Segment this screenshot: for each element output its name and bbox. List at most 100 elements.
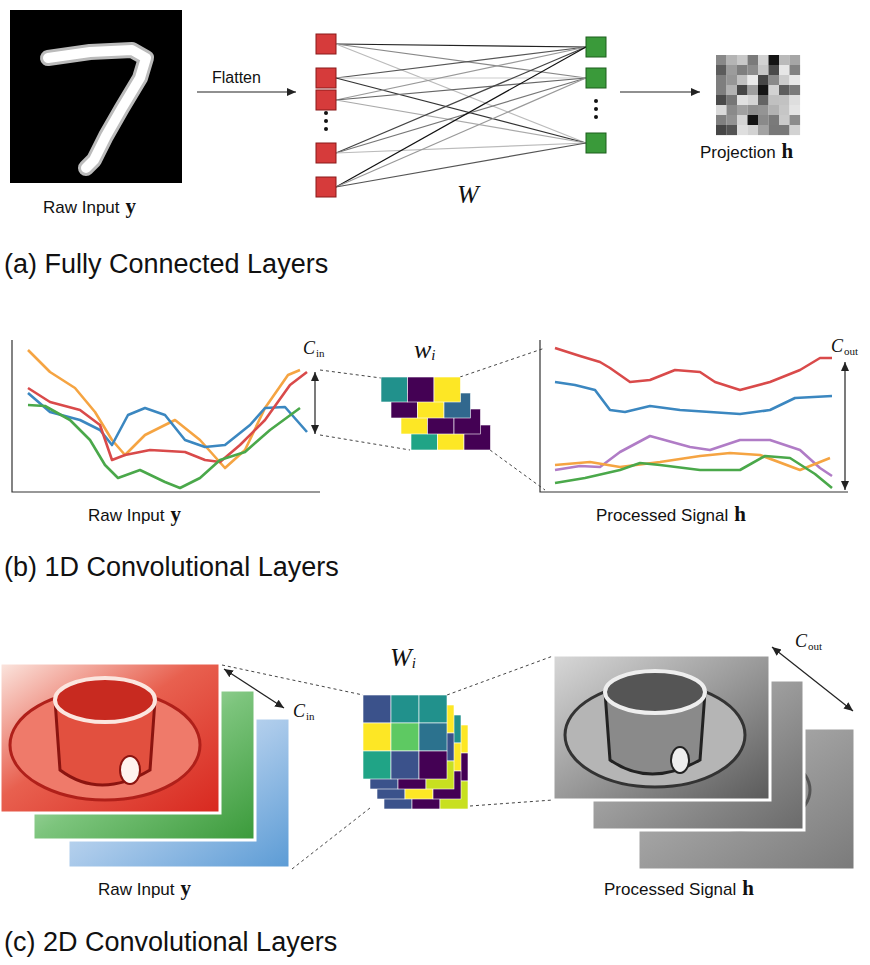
pixel <box>716 85 727 95</box>
label: h <box>734 502 746 526</box>
weight-line <box>336 78 586 153</box>
pixel <box>779 115 790 125</box>
leader-lines <box>447 656 553 695</box>
pixel <box>748 85 759 95</box>
pixel <box>779 75 790 85</box>
label: h <box>782 139 794 163</box>
label: C <box>303 338 315 359</box>
pixel <box>769 85 780 95</box>
mnist-digit <box>10 10 182 183</box>
weight-line <box>336 78 586 143</box>
label: Raw Input <box>88 506 165 526</box>
label: Processed Signal <box>596 506 728 526</box>
label: y <box>181 876 192 900</box>
ellipsis-dots <box>594 99 598 103</box>
pixel <box>748 115 759 125</box>
pixel <box>758 65 769 75</box>
pixel <box>716 75 727 85</box>
ellipsis-dots <box>594 115 598 119</box>
label: (b) 1D Convolutional Layers <box>4 552 339 583</box>
output-channels <box>671 747 689 773</box>
pixel <box>790 85 801 95</box>
pixel <box>748 55 759 65</box>
ellipsis-dots <box>324 111 328 115</box>
weight-line <box>336 44 586 143</box>
pixel <box>727 95 738 105</box>
label: Processed Signal <box>604 880 736 900</box>
label: i <box>431 347 435 364</box>
pixel <box>790 125 801 135</box>
input-channels <box>120 756 140 784</box>
leader-lines <box>460 348 545 377</box>
ellipsis-dots <box>324 99 598 131</box>
pixel <box>779 95 790 105</box>
flatten-arrow <box>197 91 296 92</box>
label: Projection <box>700 143 776 163</box>
weight-line <box>336 44 586 47</box>
input-neuron <box>316 143 336 163</box>
label: C <box>293 701 305 722</box>
pixel <box>737 115 748 125</box>
input-channels <box>55 678 155 722</box>
pixel <box>758 85 769 95</box>
pixel <box>779 65 790 75</box>
input-neuron <box>316 34 336 54</box>
output-neuron <box>586 37 606 57</box>
cin-arrow <box>314 372 315 434</box>
input-channels <box>0 663 290 868</box>
projection-arrow <box>620 91 700 92</box>
pixel <box>727 65 738 75</box>
weight-line <box>336 47 586 187</box>
leader-lines <box>292 808 370 869</box>
output-signals <box>555 382 832 414</box>
input-neuron <box>316 90 336 110</box>
kernel-cell <box>419 751 447 779</box>
pixel <box>727 105 738 115</box>
pixel <box>737 125 748 135</box>
pixel <box>727 55 738 65</box>
label: in <box>306 710 315 723</box>
pixel <box>758 55 769 65</box>
leader-lines <box>222 656 553 869</box>
kernel-cell <box>419 695 447 723</box>
filter-2d <box>363 695 468 809</box>
pixel <box>737 55 748 65</box>
leader-lines <box>222 665 363 695</box>
input-neuron <box>316 68 336 88</box>
pixel <box>769 65 780 75</box>
pixel <box>727 125 738 135</box>
output-channels <box>553 655 855 870</box>
cout-arrow <box>844 362 845 490</box>
pixel <box>790 95 801 105</box>
output-channels <box>553 655 770 800</box>
label: Flatten <box>212 69 261 87</box>
pixel <box>790 75 801 85</box>
label: w <box>414 335 431 365</box>
pixel <box>716 95 727 105</box>
leader-lines <box>490 450 545 490</box>
pixel <box>769 55 780 65</box>
pixel <box>748 125 759 135</box>
filter-1d <box>381 377 491 450</box>
output-signals <box>555 456 832 488</box>
pixel <box>769 125 780 135</box>
pixel <box>758 125 769 135</box>
output-channels <box>605 671 705 713</box>
kernel-cell <box>381 377 408 402</box>
input-channels <box>0 663 220 813</box>
pixel <box>727 85 738 95</box>
label: out <box>808 640 822 653</box>
ellipsis-dots <box>594 107 598 111</box>
label: Raw Input <box>98 880 175 900</box>
kernel-cell <box>419 723 447 751</box>
projection-image <box>716 55 800 135</box>
label: (c) 2D Convolutional Layers <box>4 927 337 958</box>
pixel <box>769 105 780 115</box>
output-signals <box>555 348 832 488</box>
ellipsis-dots <box>324 119 328 123</box>
weight-line <box>336 47 586 153</box>
mnist-digit <box>48 50 146 168</box>
pixel <box>779 55 790 65</box>
pixel <box>748 95 759 105</box>
label: i <box>412 655 416 672</box>
